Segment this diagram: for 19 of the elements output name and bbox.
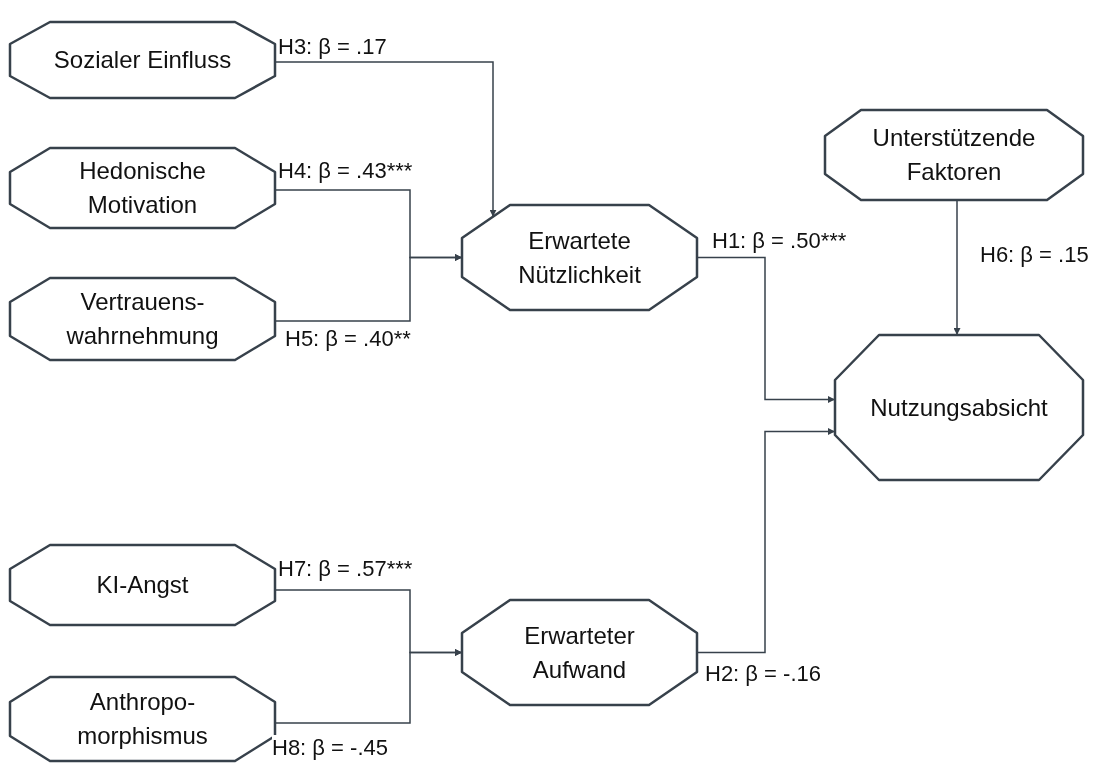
- construct-octagon: [462, 600, 697, 705]
- construct-octagon: [462, 205, 697, 310]
- construct-octagon: [10, 22, 275, 98]
- construct-name: Erwarteter Aufwand: [523, 620, 636, 685]
- construct-octagon: [10, 677, 275, 761]
- edge-label: H8: β = -.45: [272, 735, 388, 761]
- construct-name: Erwartete Nützlichkeit: [517, 225, 642, 290]
- construct-name: Unterstützende Faktoren: [871, 123, 1037, 187]
- construct-octagon: [835, 335, 1083, 480]
- construct-name: Hedonische Motivation: [78, 156, 207, 220]
- construct-octagon: [10, 545, 275, 625]
- construct-octagon: [10, 278, 275, 360]
- construct-name: Nutzungsabsicht: [869, 392, 1049, 423]
- construct-name: Sozialer Einfluss: [52, 45, 233, 75]
- construct-name: Vertrauens- wahrnehmung: [65, 287, 220, 351]
- construct-octagon: [825, 110, 1083, 200]
- construct-octagon: [10, 148, 275, 228]
- construct-name: KI-Angst: [95, 570, 190, 600]
- construct-name: Anthropo- morphismus: [76, 687, 209, 751]
